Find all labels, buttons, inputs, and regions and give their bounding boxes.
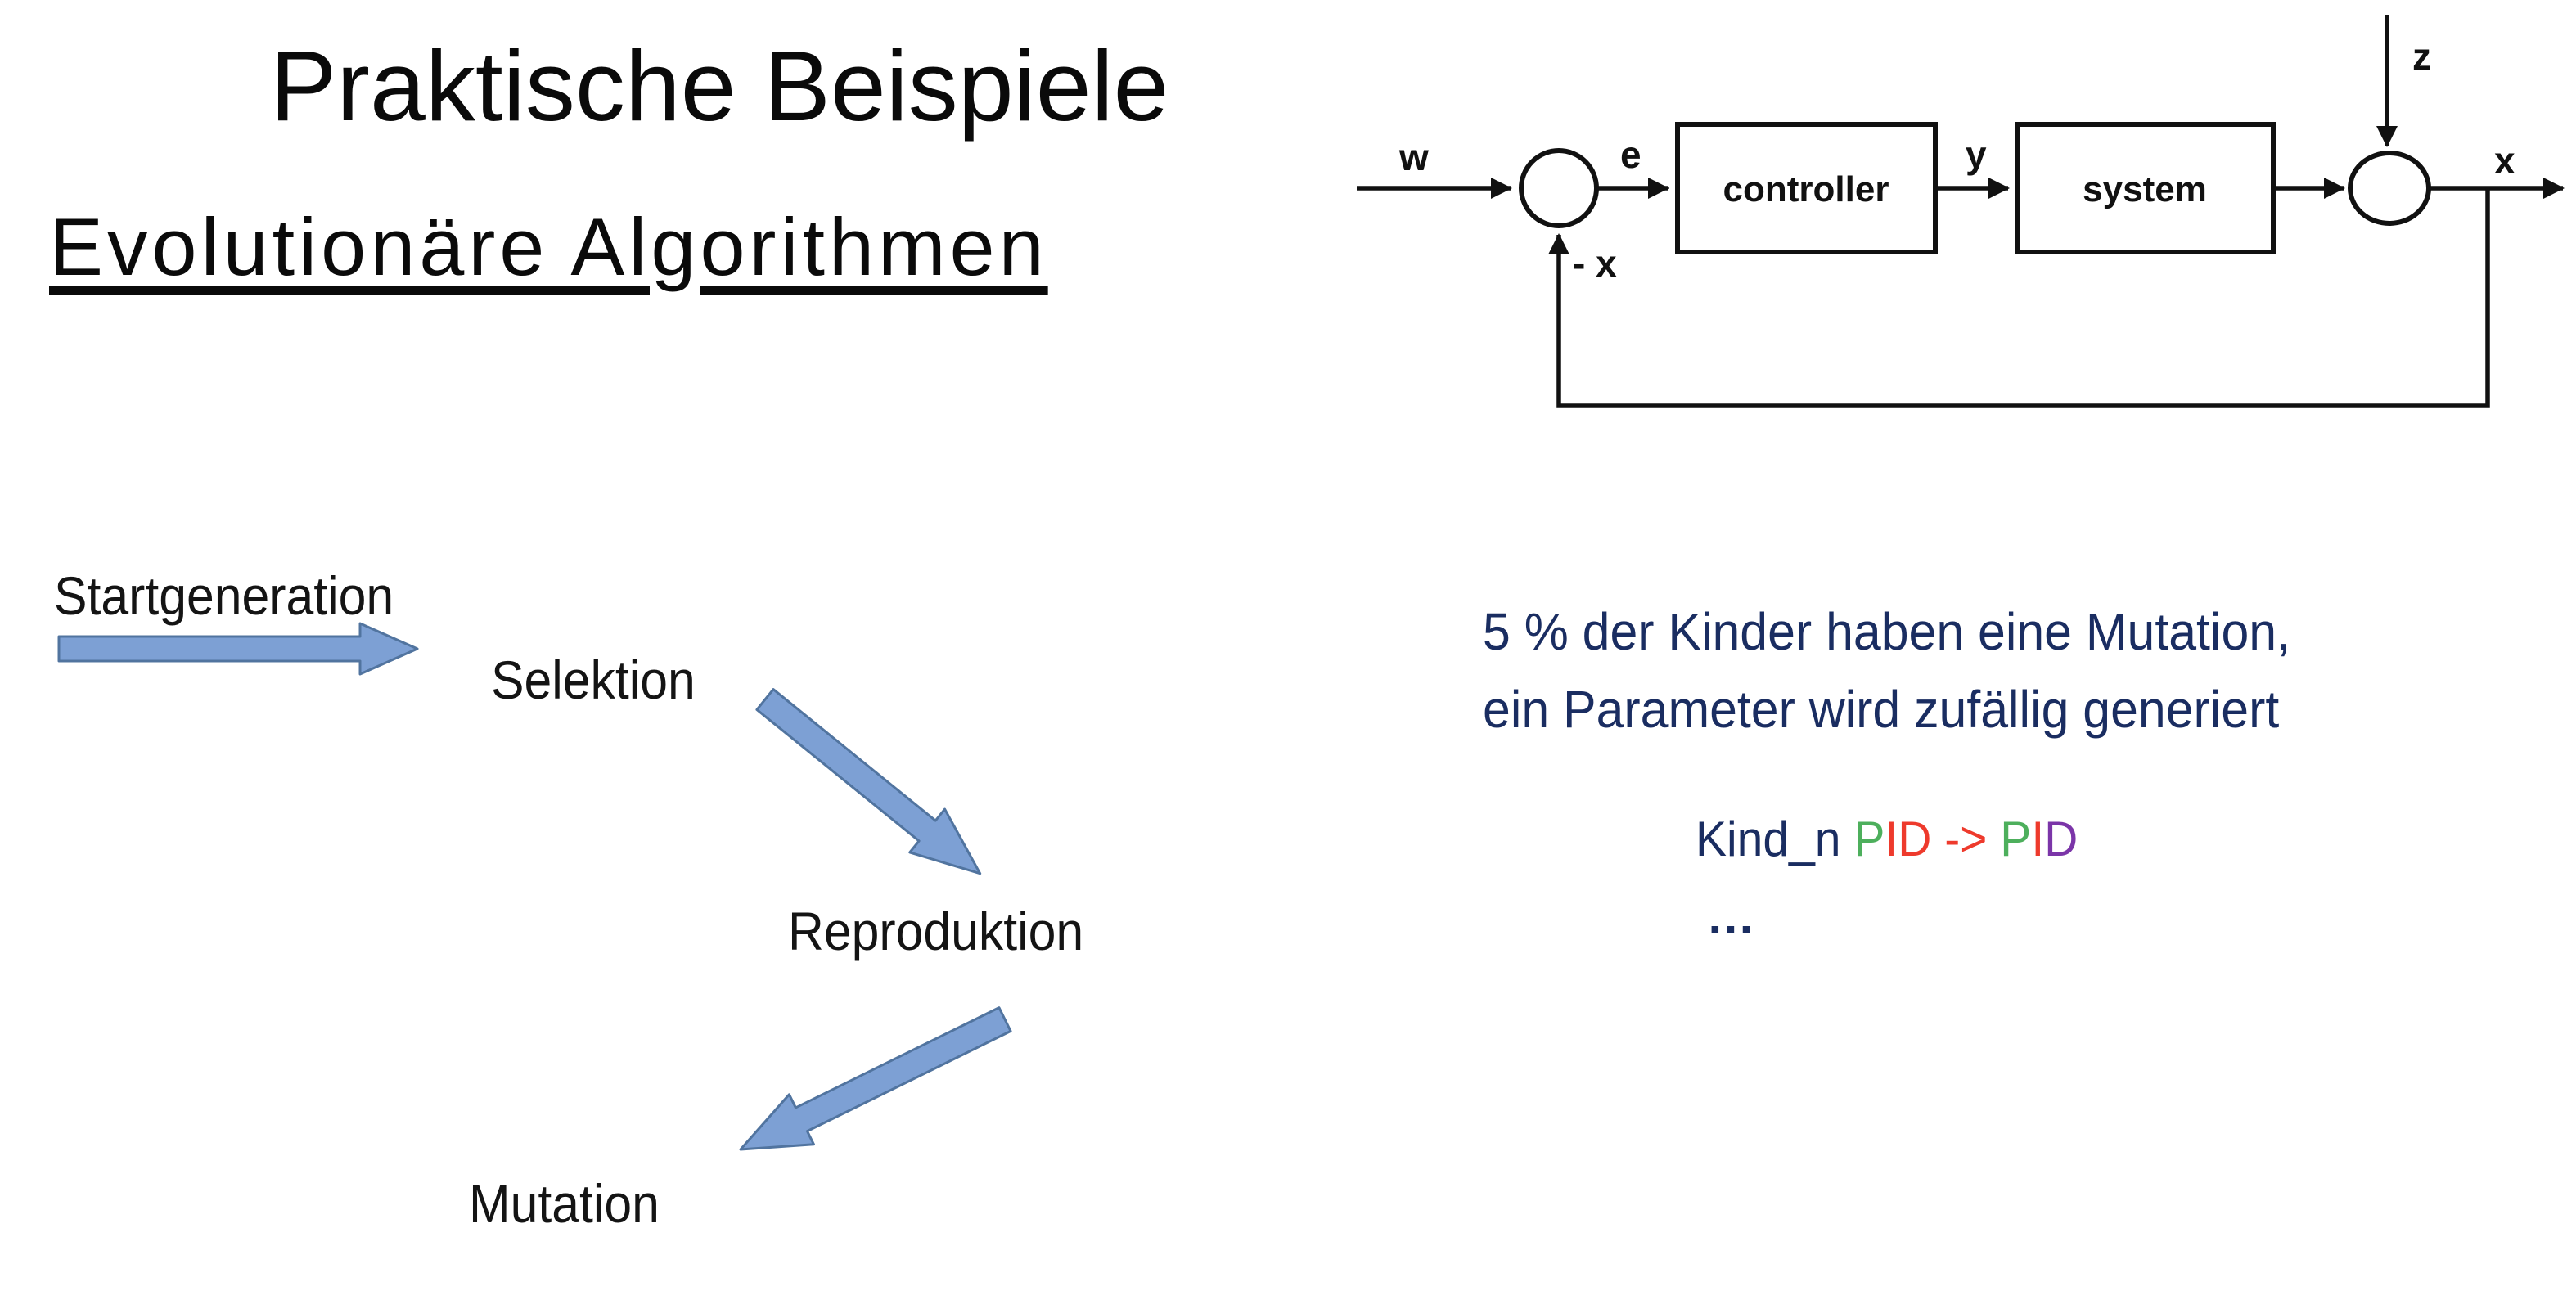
kind-label: Kind_n — [1696, 812, 1854, 866]
pid-arrow: -> — [1931, 812, 2001, 866]
flow-arrow-down-left — [739, 1006, 1012, 1151]
controller-output-label: y — [1966, 133, 1987, 176]
page-title: Praktische Beispiele — [270, 30, 1169, 142]
controller-box-label: controller — [1723, 169, 1889, 209]
flow-step-selektion: Selektion — [491, 650, 696, 710]
system-box — [2015, 122, 2276, 254]
pid-before-i: I — [1885, 812, 1898, 866]
pid-after-p: P — [2000, 812, 2032, 866]
feedback-loop — [1548, 188, 2490, 408]
error-label: e — [1620, 133, 1642, 176]
feedback-label: - x — [1573, 242, 1617, 285]
output-label: x — [2494, 139, 2515, 182]
pid-after-i: I — [2031, 812, 2045, 866]
system-box-label: system — [2083, 169, 2207, 209]
flow-step-startgeneration: Startgeneration — [54, 565, 394, 626]
input-label: w — [1398, 136, 1429, 178]
flow-arrow-right — [57, 622, 419, 676]
control-loop-diagram: controller system w e y z x - x — [1357, 15, 2565, 408]
disturbance-label: z — [2412, 35, 2431, 78]
flow-arrows — [57, 622, 1012, 1151]
pid-before-d: D — [1898, 812, 1932, 866]
summing-junction-right — [2348, 151, 2431, 226]
pid-before-p: P — [1853, 812, 1885, 866]
flow-step-mutation: Mutation — [469, 1173, 660, 1234]
pid-after-d: D — [2044, 812, 2078, 866]
page-subtitle: Evolutionäre Algorithmen — [49, 201, 1048, 292]
ellipsis: … — [1706, 889, 1755, 944]
mutation-note: 5 % der Kinder haben eine Mutation, ein … — [1483, 593, 2290, 748]
mutation-note-line2: ein Parameter wird zufällig generiert — [1483, 679, 2280, 739]
flow-step-reproduktion: Reproduktion — [788, 901, 1084, 961]
kind-pid-line: Kind_n PID -> PID — [1696, 815, 2078, 864]
summing-junction-left — [1519, 148, 1599, 228]
flow-arrow-down-right — [755, 688, 982, 875]
mutation-note-line1: 5 % der Kinder haben eine Mutation, — [1483, 602, 2290, 661]
